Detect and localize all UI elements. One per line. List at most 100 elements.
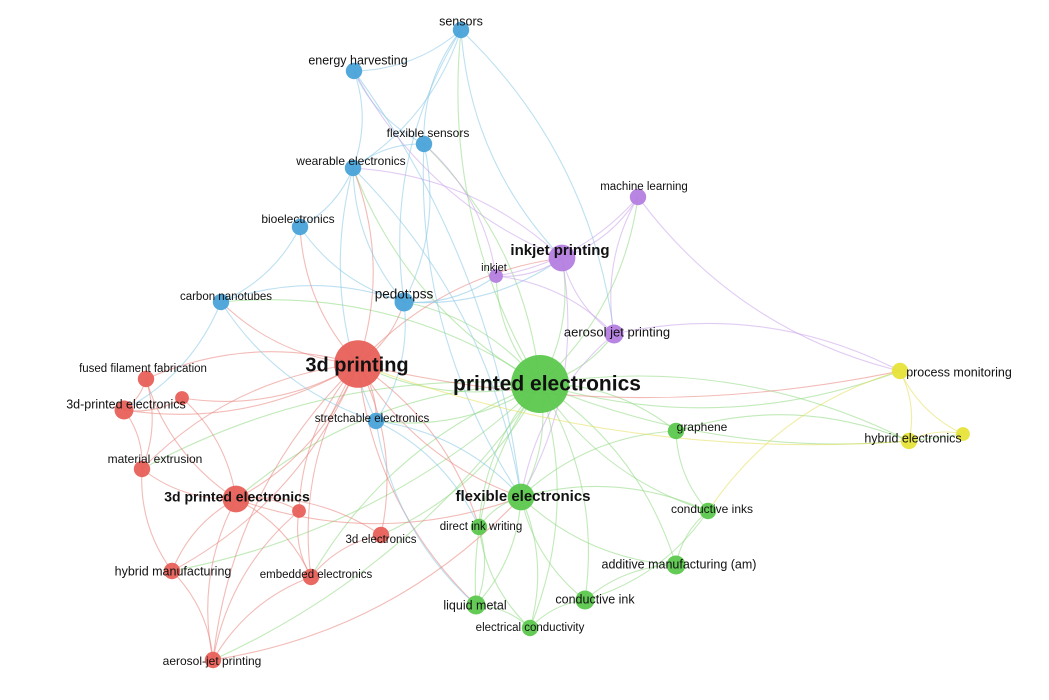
node-inkjet-printing[interactable] bbox=[548, 244, 576, 272]
node-3d-printed-electronics-hyphen[interactable] bbox=[114, 400, 134, 420]
label-flexible-electronics: flexible electronics bbox=[455, 488, 590, 505]
node-embedded-electronics[interactable] bbox=[302, 568, 320, 586]
node-hybrid-manufacturing[interactable] bbox=[163, 562, 181, 580]
label-fused-filament-fabrication: fused filament fabrication bbox=[79, 363, 207, 375]
node-inkjet[interactable] bbox=[489, 269, 503, 283]
node-pedot-pss[interactable] bbox=[394, 292, 414, 312]
edge-flexible-electronics--graphene bbox=[520, 430, 677, 498]
node-energy-harvesting[interactable] bbox=[345, 62, 363, 80]
node-direct-ink-writing[interactable] bbox=[470, 518, 488, 536]
edge-stretchable-electronics--direct-ink-writing bbox=[375, 420, 480, 528]
edge-flexible-electronics--additive-manufacturing-am bbox=[520, 496, 677, 566]
node-flexible-electronics[interactable] bbox=[507, 483, 535, 511]
edge-sensors--wearable-electronics bbox=[352, 29, 462, 169]
edge-energy-harvesting--flexible-electronics bbox=[353, 70, 522, 498]
edge-3d-printing--hybrid-manufacturing bbox=[171, 363, 359, 572]
node-liquid-metal[interactable] bbox=[466, 595, 486, 615]
edge-3d-printing--fused-filament-fabrication bbox=[145, 351, 359, 380]
label-additive-manufacturing-am: additive manufacturing (am) bbox=[602, 557, 757, 571]
label-carbon-nanotubes: carbon nanotubes bbox=[180, 291, 272, 303]
node-flexible-sensors[interactable] bbox=[415, 135, 433, 153]
node-fused-filament-fabrication[interactable] bbox=[137, 370, 155, 388]
edge-3d-printing--3d-printed-electronics bbox=[235, 363, 359, 500]
edge-direct-ink-writing--electrical-conductivity bbox=[478, 526, 531, 629]
edge-machine-learning--aerosol-jet-printing bbox=[610, 196, 639, 335]
edge-3d-printing--direct-ink-writing bbox=[357, 363, 480, 528]
edge-carbon-nanotubes--pedot-pss bbox=[220, 284, 405, 303]
edge-fused-filament-fabrication--material-extrusion bbox=[141, 378, 153, 470]
edge-inkjet-printing--wearable-electronics bbox=[352, 167, 563, 259]
node-machine-learning[interactable] bbox=[629, 188, 647, 206]
label-bioelectronics: bioelectronics bbox=[261, 212, 334, 226]
edge-material-extrusion--hybrid-manufacturing bbox=[141, 468, 173, 572]
edge-bioelectronics--carbon-nanotubes bbox=[220, 226, 301, 303]
label-machine-learning: machine learning bbox=[600, 181, 688, 193]
label-direct-ink-writing: direct ink writing bbox=[440, 521, 522, 533]
label-process-monitoring: process monitoring bbox=[906, 365, 1012, 379]
label-conductive-inks: conductive inks bbox=[671, 502, 753, 516]
edge-inkjet-printing--energy-harvesting bbox=[353, 70, 563, 259]
node-additive-manufacturing-am[interactable] bbox=[666, 555, 686, 575]
label-aerosol-jet-printing-hyphen: aerosol-jet printing bbox=[163, 654, 262, 668]
label-sensors: sensors bbox=[439, 14, 483, 28]
node-hybrid-electronics[interactable] bbox=[900, 432, 918, 450]
node-printed-electronics[interactable] bbox=[511, 355, 569, 413]
edge-graphene--hybrid-electronics bbox=[675, 414, 910, 442]
label-energy-harvesting: energy harvesting bbox=[308, 53, 407, 67]
node-electrical-conductivity[interactable] bbox=[521, 619, 539, 637]
label-inkjet-printing: inkjet printing bbox=[510, 242, 609, 259]
label-embedded-electronics: embedded electronics bbox=[260, 569, 373, 581]
edge-printed-electronics--embedded-electronics bbox=[310, 383, 541, 578]
node-red-unlabeled-1[interactable] bbox=[175, 391, 189, 405]
edge-embedded-electronics--red-unlabeled-2 bbox=[297, 510, 312, 578]
node-3d-electronics[interactable] bbox=[372, 526, 390, 544]
edge-flexible-sensors--flexible-electronics bbox=[422, 143, 522, 498]
node-red-unlabeled-2[interactable] bbox=[292, 504, 306, 518]
edge-printed-electronics--machine-learning bbox=[539, 196, 639, 385]
node-wearable-electronics[interactable] bbox=[344, 159, 362, 177]
edge-3d-printing--wearable-electronics bbox=[352, 167, 374, 365]
node-conductive-inks[interactable] bbox=[699, 502, 717, 520]
edge-sensors--energy-harvesting bbox=[353, 29, 462, 72]
node-3d-printing[interactable] bbox=[334, 340, 382, 388]
edge-energy-harvesting--wearable-electronics bbox=[352, 70, 363, 169]
edge-printed-electronics--additive-manufacturing-am bbox=[539, 383, 677, 566]
edge-3d-electronics--embedded-electronics bbox=[310, 534, 382, 578]
label-aerosol-jet-printing: aerosol jet printing bbox=[564, 324, 670, 339]
node-graphene[interactable] bbox=[667, 422, 685, 440]
node-bioelectronics[interactable] bbox=[291, 218, 309, 236]
edge-flexible-electronics--conductive-inks bbox=[520, 485, 709, 512]
edge-printed-electronics--3d-printed-electronics bbox=[235, 383, 541, 500]
edge-3d-printing--material-extrusion bbox=[141, 363, 359, 470]
edge-printed-electronics--hybrid-electronics bbox=[539, 375, 910, 442]
label-stretchable-electronics: stretchable electronics bbox=[315, 413, 430, 425]
label-inkjet: inkjet bbox=[481, 262, 507, 274]
label-flexible-sensors: flexible sensors bbox=[387, 126, 470, 140]
edge-printed-electronics--flexible-sensors bbox=[423, 143, 541, 385]
node-aerosol-jet-printing-hyphen[interactable] bbox=[204, 651, 222, 669]
edge-hybrid-electronics--3d-printing bbox=[357, 363, 910, 446]
node-3d-printed-electronics[interactable] bbox=[222, 485, 250, 513]
edge-aerosol-jet-printing-hyphen--red-unlabeled-2 bbox=[212, 510, 300, 661]
edge-printed-electronics--electrical-conductivity bbox=[529, 383, 558, 629]
node-stretchable-electronics[interactable] bbox=[367, 412, 385, 430]
node-yellow-unlabeled-1[interactable] bbox=[956, 427, 970, 441]
edge-flexible-electronics--electrical-conductivity bbox=[520, 496, 539, 629]
label-3d-electronics: 3d electronics bbox=[346, 534, 417, 546]
label-material-extrusion: material extrusion bbox=[108, 452, 203, 466]
node-carbon-nanotubes[interactable] bbox=[212, 293, 230, 311]
node-process-monitoring[interactable] bbox=[891, 362, 909, 380]
node-material-extrusion[interactable] bbox=[133, 460, 151, 478]
edge-stretchable-electronics--liquid-metal bbox=[375, 420, 477, 606]
edge-wearable-electronics--pedot-pss bbox=[352, 167, 405, 303]
edge-3d-printed-electronics--fused-filament-fabrication bbox=[145, 378, 237, 500]
label-3d-printing: 3d printing bbox=[305, 354, 408, 376]
edge-3d-printing--inkjet-printing bbox=[357, 257, 563, 365]
edge-wearable-electronics--stretchable-electronics bbox=[339, 167, 377, 422]
edge-3d-printed-electronics--aerosol-jet-printing-hyphen bbox=[207, 498, 237, 661]
node-conductive-ink[interactable] bbox=[575, 590, 595, 610]
edge-process-monitoring--conductive-inks bbox=[707, 370, 901, 512]
node-aerosol-jet-printing[interactable] bbox=[604, 324, 624, 344]
node-sensors[interactable] bbox=[452, 21, 470, 39]
